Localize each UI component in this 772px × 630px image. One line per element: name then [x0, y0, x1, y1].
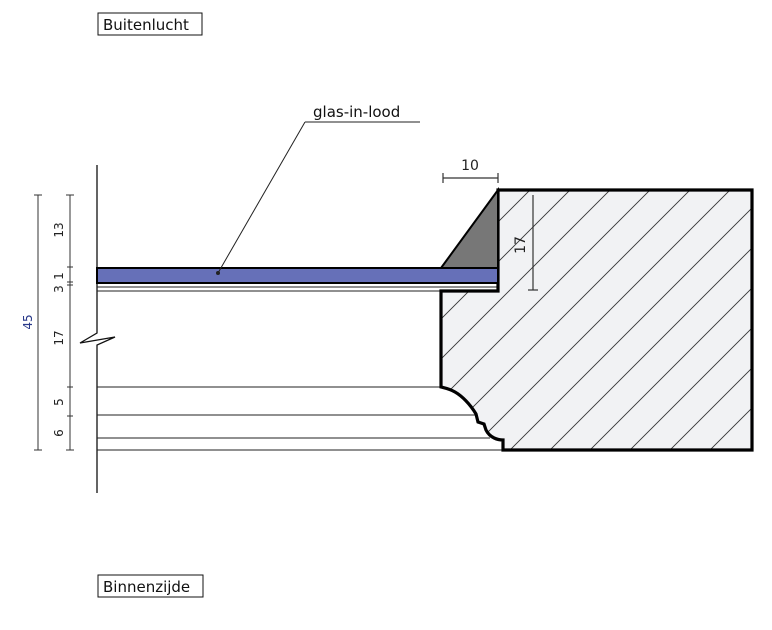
- outside-label: Buitenlucht: [97, 12, 203, 36]
- dimension-45-label: 45: [21, 314, 35, 329]
- dimension-rebate-height: [528, 195, 538, 291]
- dimension-total: [34, 194, 42, 451]
- dimension-1-label: 1: [52, 272, 66, 280]
- glass-pane: [96, 267, 499, 284]
- dimension-6-label: 6: [52, 429, 66, 437]
- dimension-chain: [66, 194, 74, 451]
- sill-lines: [97, 286, 503, 451]
- dimension-17-seg-label: 17: [52, 330, 66, 345]
- wall-edge-line: [79, 165, 116, 493]
- inside-label: Binnenzijde: [97, 574, 204, 598]
- svg-text:Binnenzijde: Binnenzijde: [103, 578, 190, 596]
- frame-profile: [439, 188, 754, 452]
- dimension-5-label: 5: [52, 398, 66, 406]
- dimension-17-label: 17: [513, 236, 529, 254]
- glazing-bead: [439, 186, 499, 269]
- svg-text:glas-in-lood: glas-in-lood: [313, 103, 400, 121]
- dimension-rebate-width: [442, 173, 499, 183]
- svg-text:Buitenlucht: Buitenlucht: [103, 16, 189, 34]
- glass-callout: glas-in-lood: [216, 103, 420, 275]
- dimension-13-label: 13: [52, 222, 66, 237]
- dimension-3-label: 3: [52, 285, 66, 293]
- dimension-10-label: 10: [461, 158, 479, 174]
